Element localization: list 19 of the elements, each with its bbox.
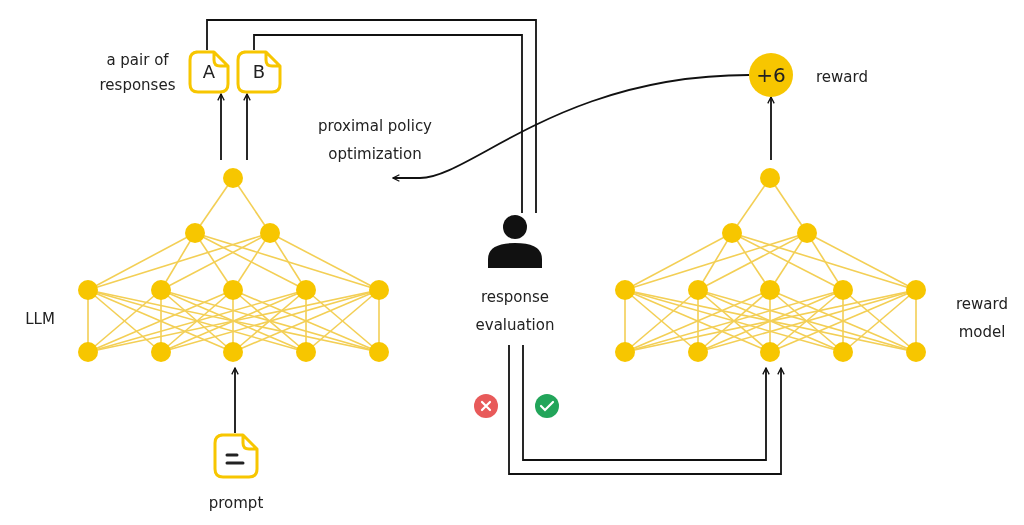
connector-line bbox=[206, 19, 537, 214]
arrow bbox=[508, 344, 785, 475]
caption: a pair of responses bbox=[98, 50, 177, 96]
reward-value: +6 bbox=[755, 64, 787, 86]
edge-label: proximal policy optimization bbox=[317, 116, 433, 165]
node-label: reward model bbox=[955, 294, 1009, 343]
response-letter: A bbox=[201, 61, 217, 83]
arrow bbox=[243, 93, 251, 161]
node-label: prompt bbox=[207, 493, 265, 514]
arrow bbox=[392, 74, 750, 182]
arrow bbox=[522, 344, 770, 461]
arrow bbox=[231, 367, 239, 434]
arrow bbox=[767, 96, 775, 161]
arrow bbox=[217, 93, 225, 161]
connector-line bbox=[253, 34, 523, 214]
node-label: reward bbox=[815, 67, 869, 88]
response-letter: B bbox=[251, 61, 267, 83]
node-label: LLM bbox=[24, 309, 56, 330]
node-label: response evaluation bbox=[474, 287, 556, 336]
